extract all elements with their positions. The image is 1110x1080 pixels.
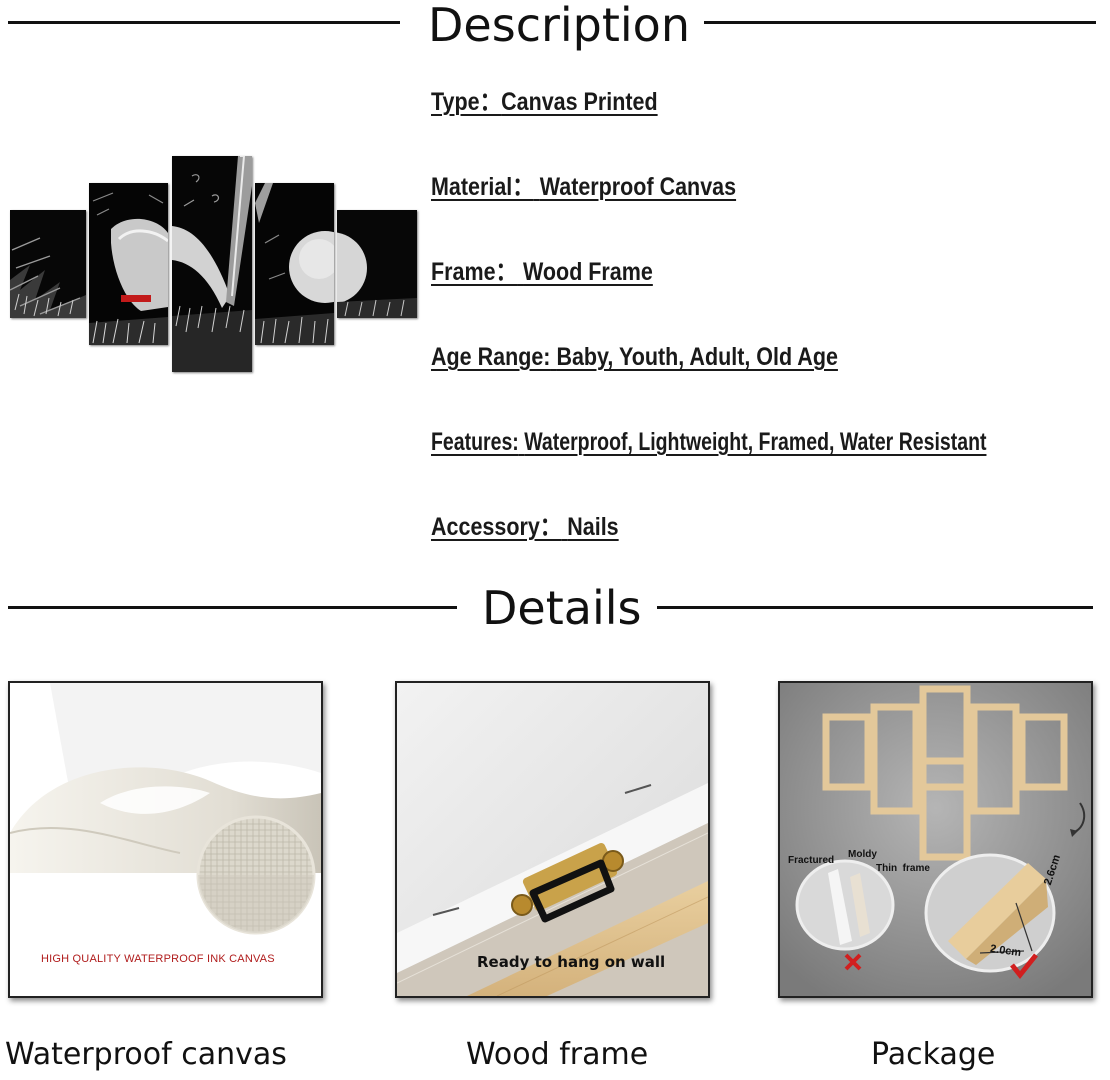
spec-accessory-value: Nails [567,513,619,541]
description-rule-right [704,21,1096,24]
art-panel-4 [255,183,334,345]
spec-age-range-value: Baby, Youth, Adult, Old Age [556,343,838,371]
wood-frame-image [397,683,708,996]
spec-features: Features: Waterproof, Lightweight, Frame… [431,430,986,455]
detail-card-package: Fractured Moldy Thin frame 2.6cm 2.0cm [778,681,1093,998]
description-title: Description [428,0,690,52]
detail-card-wood-frame: Ready to hang on wall [395,681,710,998]
details-rule-left [8,606,457,609]
spec-features-label: Features: [431,428,519,456]
canvas-quality-label: HIGH QUALITY WATERPROOF INK CANVAS [41,953,275,965]
spec-type-label: Type： [431,88,502,116]
spec-accessory: Accessory： Nails [431,515,619,540]
caption-wood-frame: Wood frame [466,1037,649,1072]
art-panel-1 [10,210,86,318]
spec-accessory-label: Accessory： [431,513,562,541]
caption-package: Package [871,1037,996,1072]
spec-features-value: Waterproof, Lightweight, Framed, Water R… [524,428,987,456]
canvas-roll-image [10,683,321,996]
art-panel-3 [172,156,252,372]
spec-material-value: Waterproof Canvas [539,173,737,201]
details-title: Details [482,581,642,635]
package-image [780,683,1091,996]
spec-type: Type：Canvas Printed [431,90,658,115]
description-rule-left [8,21,400,24]
spec-type-value: Canvas Printed [501,88,658,116]
art-panel-2 [89,183,168,345]
spec-age-range: Age Range: Baby, Youth, Adult, Old Age [431,345,838,370]
caption-waterproof-canvas: Waterproof canvas [5,1037,287,1072]
spec-material: Material： Waterproof Canvas [431,175,736,200]
art-panel-5 [337,210,417,318]
ready-to-hang-label: Ready to hang on wall [477,953,666,971]
label-fractured: Fractured [788,855,835,866]
spec-frame-label: Frame： [431,258,518,286]
spec-age-range-label: Age Range: [431,343,551,371]
detail-card-canvas: HIGH QUALITY WATERPROOF INK CANVAS [8,681,323,998]
spec-frame: Frame： Wood Frame [431,260,653,285]
spec-frame-value: Wood Frame [523,258,653,286]
spec-material-label: Material： [431,173,534,201]
details-rule-right [657,606,1093,609]
label-thin-frame: Thin frame [876,863,930,874]
label-moldy: Moldy [848,849,877,860]
